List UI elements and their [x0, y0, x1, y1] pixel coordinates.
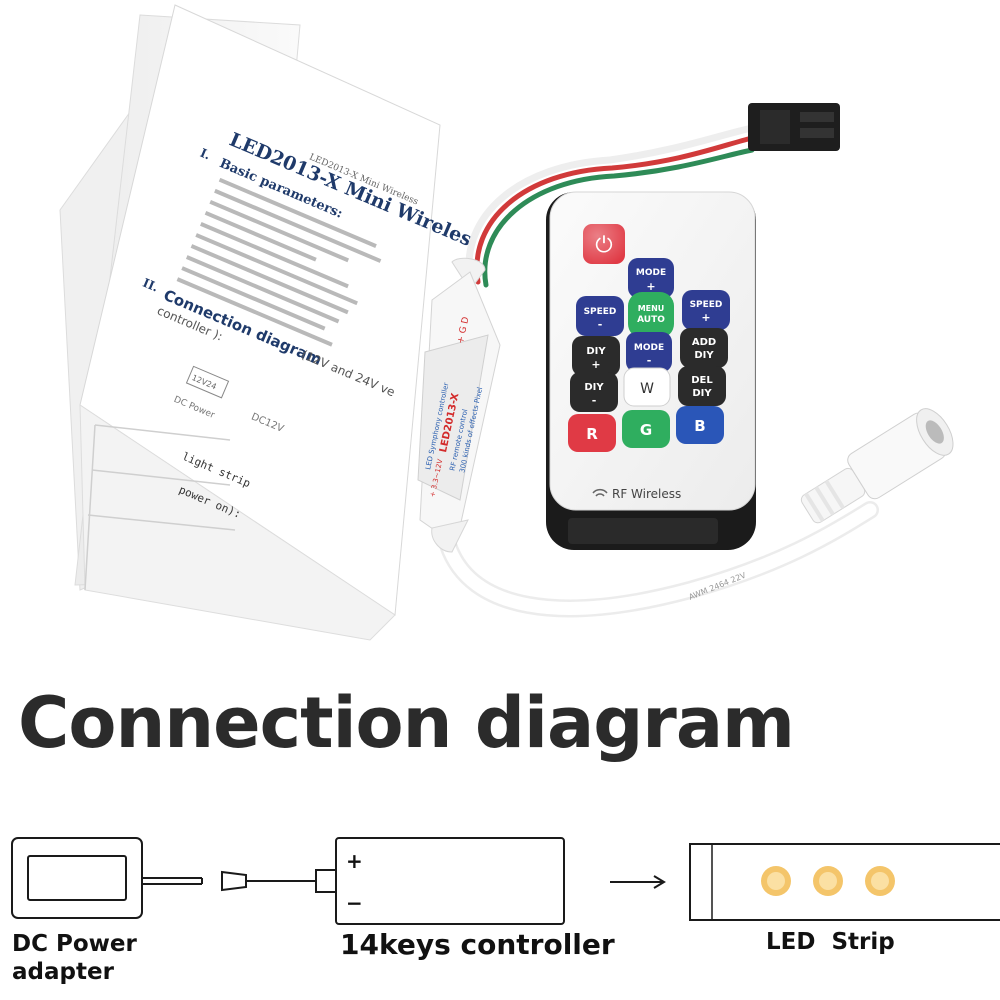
- plus-terminal: +: [346, 849, 363, 873]
- green-button[interactable]: G: [622, 410, 670, 448]
- manual-text-lines: [176, 177, 382, 347]
- red-label: R: [586, 425, 598, 443]
- power-button[interactable]: ⏻: [583, 224, 625, 264]
- blue-button[interactable]: B: [676, 406, 724, 444]
- arrow-icon: [610, 875, 666, 889]
- mode-minus-label: MODE: [634, 343, 664, 353]
- diy-plus-button[interactable]: DIY +: [572, 336, 620, 376]
- dc-jack: [800, 408, 954, 524]
- mode-plus-sign: +: [646, 280, 655, 293]
- speed-plus-label: SPEED: [690, 300, 723, 310]
- power-icon: ⏻: [595, 233, 612, 258]
- red-button[interactable]: R: [568, 414, 616, 452]
- blue-label: B: [694, 417, 705, 435]
- led-strip: [689, 843, 1000, 921]
- add-diy-label-1: ADD: [692, 337, 716, 348]
- del-diy-label-1: DEL: [691, 375, 713, 386]
- speed-plus-button[interactable]: SPEED +: [682, 290, 730, 330]
- power-adapter-label: DC Power adapter: [12, 930, 172, 986]
- del-diy-label-2: DIY: [692, 388, 712, 399]
- controller-wires: [465, 124, 756, 288]
- connection-diagram: + −: [11, 837, 1000, 925]
- remote-brand: RF Wireless: [612, 487, 681, 501]
- manual-section-2-number: II.: [141, 276, 161, 295]
- power-adapter: [11, 837, 143, 919]
- controller-block: + −: [335, 837, 565, 925]
- speed-plus-sign: +: [701, 311, 710, 324]
- controller-module: LED Symphony controller LED2013-X RF rem…: [417, 257, 501, 553]
- adapter-cable: [142, 869, 337, 893]
- led-strip-label: LED Strip: [766, 929, 895, 955]
- diy-minus-label: DIY: [584, 382, 604, 393]
- menu-label: MENU: [638, 304, 665, 313]
- diy-plus-label: DIY: [586, 346, 606, 357]
- white-button[interactable]: W: [623, 367, 671, 407]
- white-label: W: [640, 381, 654, 397]
- speed-minus-sign: -: [598, 318, 603, 331]
- add-diy-label-2: DIY: [694, 350, 714, 361]
- minus-terminal: −: [346, 891, 363, 915]
- speed-minus-label: SPEED: [584, 307, 617, 317]
- power-adapter-label-line-1: DC Power: [12, 931, 137, 957]
- power-adapter-label-line-2: adapter: [12, 959, 114, 986]
- green-label: G: [640, 421, 652, 439]
- manual-table-lines: [84, 424, 236, 591]
- product-photo: LED2013-X Mini Wireless LED2013-X Mini W…: [59, 4, 954, 641]
- del-diy-button[interactable]: DEL DIY: [678, 366, 726, 406]
- menu-auto-button[interactable]: MENU AUTO: [628, 292, 674, 338]
- jst-connector: [748, 103, 840, 151]
- mode-plus-button[interactable]: MODE +: [628, 258, 674, 298]
- controller-label: 14keys controller: [340, 928, 615, 961]
- page-heading: Connection diagram: [18, 682, 795, 764]
- speed-minus-button[interactable]: SPEED -: [576, 296, 624, 336]
- remote-control: ⏻ MODE + SPEED - MENU AUTO SPEED + DIY +: [546, 191, 756, 550]
- diy-minus-sign: -: [592, 394, 597, 407]
- manual-wiring-box: [185, 365, 230, 399]
- wireless-icon: [592, 488, 608, 497]
- diy-minus-button[interactable]: DIY -: [570, 372, 618, 412]
- auto-label: AUTO: [637, 315, 665, 325]
- instruction-manual: LED2013-X Mini Wireless LED2013-X Mini W…: [59, 4, 475, 641]
- mode-minus-button[interactable]: MODE -: [626, 332, 672, 372]
- mode-minus-sign: -: [647, 354, 652, 367]
- diy-plus-sign: +: [591, 358, 600, 371]
- mode-plus-label: MODE: [636, 268, 666, 278]
- add-diy-button[interactable]: ADD DIY: [680, 328, 728, 368]
